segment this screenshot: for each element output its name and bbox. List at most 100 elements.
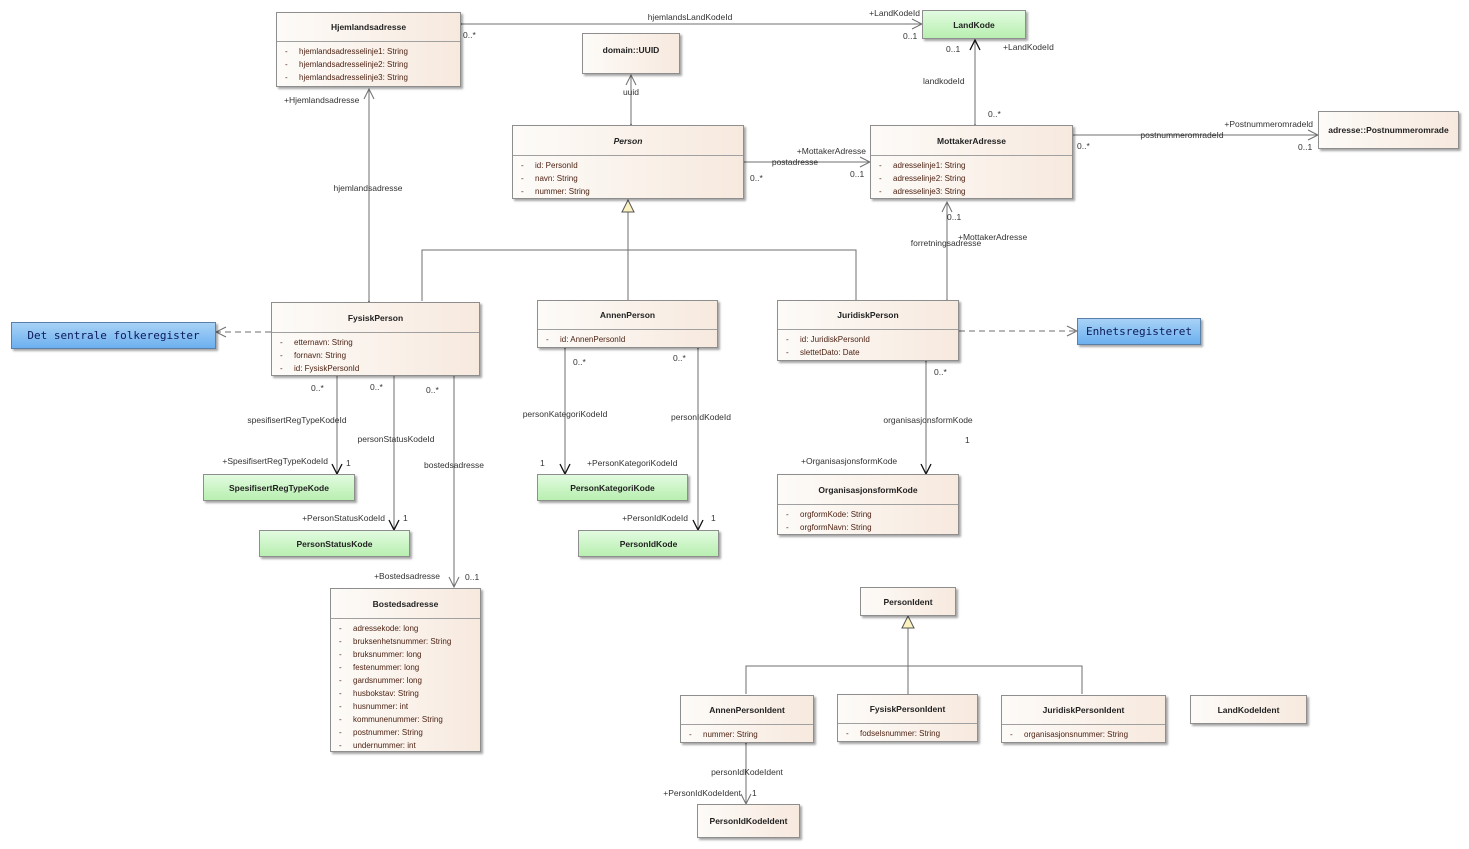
attribute-row[interactable]: -kommunenummer: String <box>331 713 480 726</box>
class-uuid[interactable]: domain::UUID <box>582 33 680 74</box>
attribute-visibility: - <box>786 523 789 532</box>
class-title: Person <box>613 135 643 146</box>
association-label: 1 <box>403 513 408 523</box>
class-landkode[interactable]: LandKode <box>922 10 1026 39</box>
attribute-row[interactable]: - adresselinje1: String <box>871 159 1072 172</box>
attribute-visibility: - <box>546 335 549 344</box>
attribute-row[interactable]: -adressekode: long <box>331 622 480 635</box>
attribute-row[interactable]: -adresselinje3: String <box>871 185 1072 198</box>
association-label: 0..* <box>750 173 763 183</box>
attribute-row[interactable]: - id: AnnenPersonId <box>538 333 717 346</box>
association-label: 0..* <box>311 383 324 393</box>
attribute-row[interactable]: - husbokstav: String <box>331 687 480 700</box>
attribute-visibility: - <box>521 187 524 196</box>
class-title: PersonStatusKode <box>296 538 373 549</box>
attribute-text: kommunenummer: String <box>353 715 443 724</box>
attribute-row[interactable]: -navn: String <box>513 172 743 185</box>
attribute-row[interactable]: -festenummer: long <box>331 661 480 674</box>
class-title: Hjemlandsadresse <box>330 22 407 32</box>
class-title: PersonIdent <box>883 596 933 607</box>
class-annenpersonident[interactable]: AnnenPersonIdent -nummer: String <box>680 695 814 743</box>
class-organisasjonsformkode[interactable]: OrganisasjonsformKode -orgformKode: Stri… <box>777 474 959 535</box>
class-personstatuskode[interactable]: PersonStatusKode <box>259 530 410 557</box>
attribute-row[interactable]: - postnummer: String <box>331 726 480 739</box>
association-label: hjemlandsadresse <box>334 183 403 193</box>
association-label: +LandKodeId <box>1003 42 1054 52</box>
attribute-row[interactable]: -bruksenhetsnummer: String <box>331 635 480 648</box>
attribute-row[interactable]: -id: PersonId <box>513 159 743 172</box>
class-personident[interactable]: PersonIdent <box>860 587 956 616</box>
association-label: +LandKodeId <box>869 8 920 18</box>
attribute-visibility: - <box>879 161 882 170</box>
association-label: 1 <box>540 458 545 468</box>
attribute-text: id: AnnenPersonId <box>560 335 626 344</box>
class-title: AnnenPersonIdent <box>709 705 785 715</box>
attribute-row[interactable]: -nummer: String <box>681 728 813 741</box>
class-fysiskpersonident[interactable]: FysiskPersonIdent -fodselsnummer: String <box>837 694 978 742</box>
attribute-text: adresselinje1: String <box>893 161 966 170</box>
class-spesifisertregtypekode[interactable]: SpesifisertRegTypeKode <box>203 474 355 501</box>
attribute-row[interactable]: -organisasjonsnummer: String <box>1002 728 1165 741</box>
association-label: postnummeromradeId <box>1140 130 1223 140</box>
attribute-text: postnummer: String <box>353 728 423 737</box>
attribute-row[interactable]: -fodselsnummer: String <box>838 727 977 740</box>
attribute-row[interactable]: -orgformNavn: String <box>778 521 958 534</box>
attribute-text: id: JuridiskPersonId <box>800 335 870 344</box>
attribute-text: id: PersonId <box>535 161 578 170</box>
association-label: 0..1 <box>850 169 864 179</box>
association-label: +Bostedsadresse <box>374 571 440 581</box>
class-juridiskperson[interactable]: JuridiskPerson -id: JuridiskPersonId-sle… <box>777 300 959 361</box>
attribute-visibility: - <box>339 689 342 698</box>
attribute-row[interactable]: -orgformKode: String <box>778 508 958 521</box>
class-hjemlandsadresse[interactable]: Hjemlandsadresse -hjemlandsadresselinje1… <box>276 12 461 87</box>
class-title: PersonKategoriKode <box>570 482 655 493</box>
attribute-row[interactable]: -husnummer: int <box>331 700 480 713</box>
attribute-list: -organisasjonsnummer: String <box>1002 724 1165 741</box>
class-annenperson[interactable]: AnnenPerson -id: AnnenPersonId <box>537 300 718 348</box>
class-title: SpesifisertRegTypeKode <box>229 482 329 493</box>
association-label: 1 <box>965 435 970 445</box>
external-enhetsregisteret[interactable]: Enhetsregisteret <box>1077 318 1201 345</box>
attribute-row[interactable]: -slettetDato: Date <box>778 346 958 359</box>
class-mottakeradresse[interactable]: MottakerAdresse -adresselinje1: String-a… <box>870 125 1073 199</box>
class-bostedsadresse[interactable]: Bostedsadresse -adressekode: long-brukse… <box>330 588 481 752</box>
class-person[interactable]: Person -id: PersonId-navn: String-nummer… <box>512 125 744 199</box>
class-fysiskperson[interactable]: FysiskPerson -etternavn: String-fornavn:… <box>271 302 480 376</box>
class-personkategorikode[interactable]: PersonKategoriKode <box>537 474 688 501</box>
attribute-list: -hjemlandsadresselinje1: String-hjemland… <box>277 41 460 84</box>
class-title: JuridiskPerson <box>837 310 899 320</box>
attribute-row[interactable]: -bruksnummer: long <box>331 648 480 661</box>
attribute-row[interactable]: -id: JuridiskPersonId <box>778 333 958 346</box>
attribute-text: husbokstav: String <box>353 689 419 698</box>
attribute-row[interactable]: -undernummer: int <box>331 739 480 752</box>
attribute-row[interactable]: -nummer: String <box>513 185 743 198</box>
attribute-row[interactable]: -etternavn: String <box>272 336 479 349</box>
class-title: PersonIdKode <box>619 538 678 549</box>
attribute-text: slettetDato: Date <box>800 348 860 357</box>
class-juridiskpersonident[interactable]: JuridiskPersonIdent -organisasjonsnummer… <box>1001 695 1166 743</box>
attribute-row[interactable]: -hjemlandsadresselinje2: String <box>277 58 460 71</box>
class-postnummeromrade[interactable]: adresse::Postnummeromrade <box>1318 111 1459 149</box>
class-title: domain::UUID <box>602 45 660 55</box>
class-title: LandKode <box>953 19 995 30</box>
class-personidkodeident[interactable]: PersonIdKodeIdent <box>697 804 800 838</box>
class-personidkode[interactable]: PersonIdKode <box>578 530 719 557</box>
attribute-row[interactable]: -gardsnummer: long <box>331 674 480 687</box>
class-landkodeident[interactable]: LandKodeIdent <box>1190 695 1307 724</box>
attribute-text: gardsnummer: long <box>353 676 422 685</box>
attribute-list: -adressekode: long-bruksenhetsnummer: St… <box>331 618 480 752</box>
attribute-text: navn: String <box>535 174 578 183</box>
attribute-row[interactable]: -fornavn: String <box>272 349 479 362</box>
attribute-visibility: - <box>339 728 342 737</box>
attribute-text: bruksenhetsnummer: String <box>353 637 452 646</box>
attribute-row[interactable]: -id: FysiskPersonId <box>272 362 479 375</box>
attribute-row[interactable]: -hjemlandsadresselinje3: String <box>277 71 460 84</box>
association-label: 0..1 <box>903 31 917 41</box>
association-label: +PersonIdKodeId <box>622 513 688 523</box>
attribute-row[interactable]: -hjemlandsadresselinje1: String <box>277 45 460 58</box>
class-title: PersonIdKodeIdent <box>709 816 788 826</box>
attribute-row[interactable]: -adresselinje2: String <box>871 172 1072 185</box>
external-folkeregister[interactable]: Det sentrale folkeregister <box>11 322 216 349</box>
attribute-text: fodselsnummer: String <box>860 729 941 738</box>
